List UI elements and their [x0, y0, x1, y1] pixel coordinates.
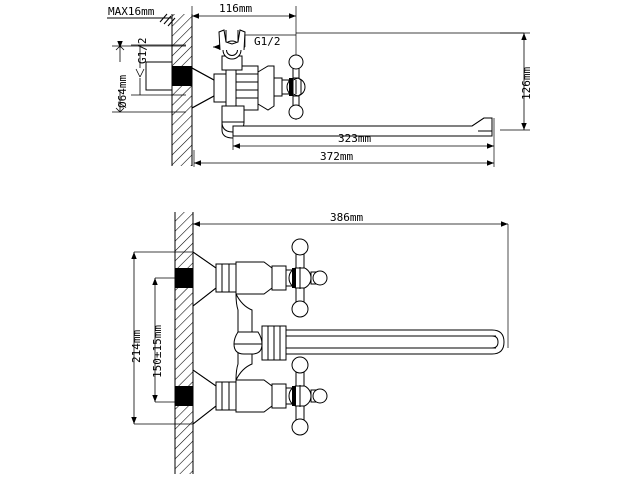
front-view-group: [131, 212, 509, 474]
dim-label-dia64: Ø64mm: [116, 74, 129, 108]
lower-cross-handle-front: [288, 356, 328, 436]
spout-front: [233, 325, 505, 361]
dim-label-116: 116mm: [219, 2, 253, 15]
dim-label-g12-left: G1/2: [136, 37, 149, 65]
dim-214-lines: [131, 251, 193, 425]
dim-label-126: 126mm: [520, 66, 533, 100]
lower-inlet-front: [175, 369, 237, 426]
dim-label-150: 150±15mm: [151, 325, 164, 378]
valve-body-side: [213, 65, 283, 111]
dim-label-max16: MAX16mm: [108, 5, 155, 18]
spout-side: [221, 105, 493, 139]
wall-section-front: [174, 212, 194, 474]
diverter-side: [218, 29, 246, 71]
dim-label-386: 386mm: [330, 211, 364, 224]
dim-dia64-lines: [112, 40, 186, 113]
dim-g12-left-lines: [131, 44, 186, 96]
cross-handle-side: [281, 54, 306, 120]
dim-126-lines: [296, 32, 530, 131]
dim-label-214: 214mm: [130, 329, 143, 363]
dim-label-372: 372mm: [320, 150, 354, 163]
upper-inlet-front: [175, 251, 237, 308]
upper-valve-body-front: [235, 261, 293, 333]
dim-386-lines: [193, 221, 509, 348]
dim-label-323: 323mm: [338, 132, 372, 145]
dim-372-lines: [193, 150, 495, 167]
inlet-assembly-side: [145, 61, 215, 109]
upper-cross-handle-front: [288, 238, 328, 318]
dim-label-g12-top: G1/2: [254, 35, 281, 48]
side-view-group: [107, 6, 530, 167]
